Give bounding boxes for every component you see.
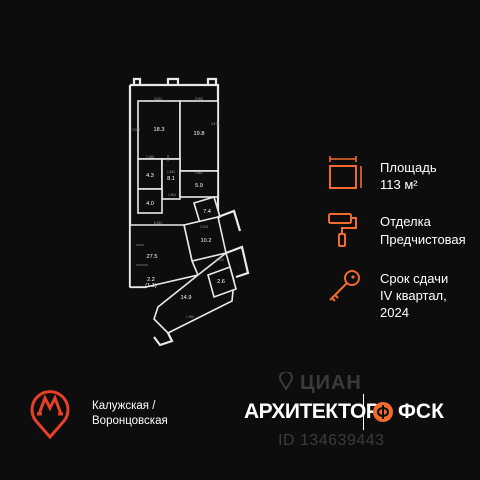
- dimension-label: 3.470: [211, 122, 219, 126]
- deadline-value-2: 2024: [380, 305, 409, 320]
- area-value: 113 м²: [380, 177, 418, 192]
- metro-station: Калужская / Воронцовская: [92, 399, 168, 429]
- room-label: 4.0: [146, 201, 154, 207]
- area-icon: [329, 156, 362, 189]
- dimension-label: 5.906: [195, 97, 203, 101]
- fsk-logo-icon: [373, 402, 393, 422]
- floor-plan: 18.3 19.8 4.3 8.1 5.9 4.0 7.4 10.2 27.5 …: [108, 75, 258, 350]
- room-bath-3: [207, 265, 237, 299]
- dimension-label: 1.843: [167, 170, 175, 174]
- watermark-id: ID 134639443: [278, 432, 385, 449]
- room-label: 5.9: [195, 183, 203, 189]
- dimension-label: 3.023: [154, 97, 162, 101]
- room-wc: [137, 188, 163, 214]
- metro-station-line-1: Калужская /: [92, 400, 156, 412]
- room-label: 2.2: [147, 277, 155, 283]
- dimension-label: 2.315: [200, 225, 208, 229]
- location-pin-icon: [279, 372, 293, 390]
- room-label: 19.8: [194, 131, 205, 137]
- room-label: 14.9: [181, 295, 192, 301]
- deadline-label: Срок сдачи: [380, 271, 449, 286]
- finish-value: Предчистовая: [380, 232, 466, 247]
- brand-separator: [363, 394, 364, 430]
- brand-architect: АРХИТЕКТОР: [244, 400, 380, 423]
- room-label: 27.5: [147, 254, 158, 260]
- dimension-label: 1.515: [216, 258, 224, 262]
- room-label: 2.6: [217, 279, 225, 285]
- room-label: 4.3: [146, 173, 154, 179]
- brand-fsk: ФСК: [398, 400, 444, 423]
- deadline-value-1: IV квартал,: [380, 288, 447, 303]
- floor-plan-drawing: 18.3 19.8 4.3 8.1 5.9 4.0 7.4 10.2 27.5 …: [128, 77, 250, 347]
- room-label: 7.4: [203, 209, 211, 215]
- room-bedroom-2: [179, 100, 219, 172]
- room-bedroom-1: [137, 100, 181, 160]
- area-label: Площадь: [380, 160, 437, 175]
- room-label: 8.1: [167, 176, 175, 182]
- finish-label: Отделка: [380, 214, 431, 229]
- dimension-label: 1.553: [168, 193, 176, 197]
- watermark-text: ЦИАН: [300, 372, 362, 394]
- paint-roller-icon: [328, 213, 357, 247]
- dimension-label: 1.900: [186, 315, 194, 319]
- dimension-label: 1.066: [146, 155, 154, 159]
- dimension-label: 3.980: [132, 128, 140, 132]
- key-icon: [329, 270, 360, 302]
- metro-station-line-2: Воронцовская: [92, 415, 168, 427]
- dimension-label: 1.862: [195, 171, 203, 175]
- room-label: (1.1): [145, 283, 157, 289]
- dimension-label: 6.154: [154, 221, 162, 225]
- room-label: 18.3: [154, 127, 165, 133]
- metro-logo-icon: [30, 390, 70, 440]
- room-bath-2: [179, 170, 219, 198]
- room-label: 10.2: [201, 238, 212, 244]
